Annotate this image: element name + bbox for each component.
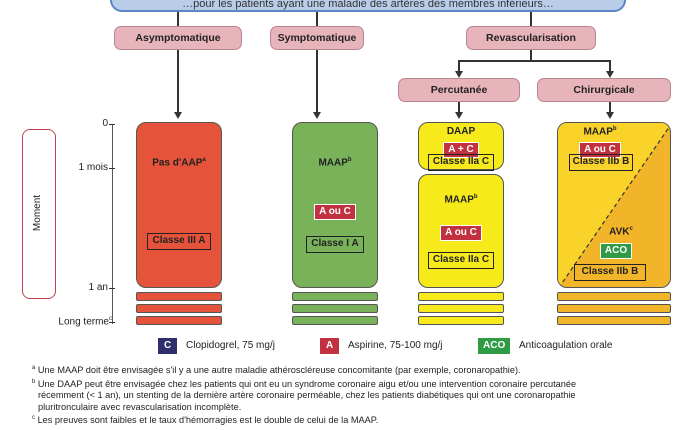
col2-badge-wrap: A ou C (292, 201, 378, 220)
connector (177, 50, 179, 113)
category-percutanee: Percutanée (398, 78, 520, 102)
category-symptomatique: Symptomatique (270, 26, 364, 50)
legend-clopidogrel: C Clopidogrel, 75 mg/j (158, 338, 275, 354)
col3-stripe (418, 316, 504, 325)
col4-top-class: Classe IIb B (569, 154, 633, 171)
col3-bottom-badge: A ou C (440, 225, 482, 241)
connector (458, 60, 610, 62)
col3-bottom-badge-wrap: A ou C (418, 222, 504, 241)
arrow-head (313, 112, 321, 119)
connector (458, 60, 460, 71)
col1-label: Pas d'AAPa (152, 157, 206, 169)
axis-tick (109, 124, 115, 125)
moment-box (22, 129, 56, 299)
category-chirurgicale: Chirurgicale (537, 78, 671, 102)
col4-bottom-label: AVKc (609, 226, 633, 238)
col2-label: MAAPb (318, 157, 352, 169)
connector (609, 60, 611, 71)
col3-bottom-class: Classe IIa C (428, 252, 494, 269)
col4-stripe (557, 304, 671, 313)
col4-stripe (557, 292, 671, 301)
footnote-b-line2: récemment (< 1 an), un stenting de la de… (38, 390, 576, 401)
col4-top-label: MAAPb (583, 126, 617, 138)
category-revascularisation: Revascularisation (466, 26, 596, 50)
top-header-box: …pour les patients ayant une maladie des… (110, 0, 626, 12)
axis-tick (109, 288, 115, 289)
legend-a-badge: A (320, 338, 340, 354)
col4-diagonal (558, 123, 670, 287)
arrow-head (174, 112, 182, 119)
col3-top-label: DAAP (446, 126, 476, 137)
axis-line (112, 124, 113, 324)
arrow-head (606, 112, 614, 119)
legend-c-text: Clopidogrel, 75 mg/j (186, 340, 275, 351)
category-asymptomatique: Asymptomatique (114, 26, 242, 50)
col2-badge: A ou C (314, 204, 356, 220)
axis-label: Moment (32, 194, 43, 232)
connector (609, 102, 611, 113)
col4-bottom-badge: ACO (599, 243, 633, 259)
footnote-b: b Une DAAP peut être envisagée chez les … (32, 378, 577, 389)
col3-top-class: Classe IIa C (428, 154, 494, 171)
connector (177, 12, 179, 27)
col-asymptomatique (136, 122, 222, 288)
legend-aco: ACO Anticoagulation orale (478, 338, 612, 354)
col-chirurgicale (557, 122, 671, 288)
col2-stripe (292, 292, 378, 301)
legend-aspirine: A Aspirine, 75-100 mg/j (320, 338, 443, 354)
col4-bottom-class: Classe IIb B (574, 264, 646, 281)
col2-stripe (292, 304, 378, 313)
tick-1-mois: 1 mois (78, 162, 108, 173)
col3-stripe (418, 292, 504, 301)
arrow-head (606, 71, 614, 78)
legend-aco-text: Anticoagulation orale (519, 340, 613, 351)
axis-tick (109, 322, 115, 323)
legend-a-text: Aspirine, 75-100 mg/j (348, 340, 443, 351)
connector (458, 102, 460, 113)
top-header-text: …pour les patients ayant une maladie des… (182, 0, 554, 10)
tick-long-terme: Long termec (58, 316, 112, 328)
arrow-head (455, 112, 463, 119)
col1-stripe (136, 316, 222, 325)
footnote-a: a Une MAAP doit être envisagée s'il y a … (32, 365, 521, 376)
legend-aco-badge: ACO (478, 338, 511, 354)
col1-stripe (136, 304, 222, 313)
legend-c-badge: C (158, 338, 178, 354)
tick-1-an: 1 an (88, 282, 108, 293)
connector (530, 12, 532, 27)
axis-tick (109, 168, 115, 169)
col2-stripe (292, 316, 378, 325)
connector (316, 50, 318, 113)
col3-stripe (418, 304, 504, 313)
col2-class: Classe I A (306, 236, 364, 253)
col1-class: Classe III A (147, 233, 211, 250)
footnote-c: c Les preuves sont faibles et le taux d'… (32, 415, 379, 426)
connector (530, 50, 532, 60)
col3-bottom-label: MAAPb (444, 194, 478, 206)
tick-0: 0 (102, 118, 108, 129)
col1-stripe (136, 292, 222, 301)
col4-stripe (557, 316, 671, 325)
connector (316, 12, 318, 27)
footnotes: a Une MAAP doit être envisagée s'il y a … (32, 363, 682, 427)
arrow-head (455, 71, 463, 78)
footnote-b-line3: pluritronculaire avec revascularisation … (38, 401, 242, 412)
col4-bottom-badge-wrap: ACO (596, 240, 636, 259)
